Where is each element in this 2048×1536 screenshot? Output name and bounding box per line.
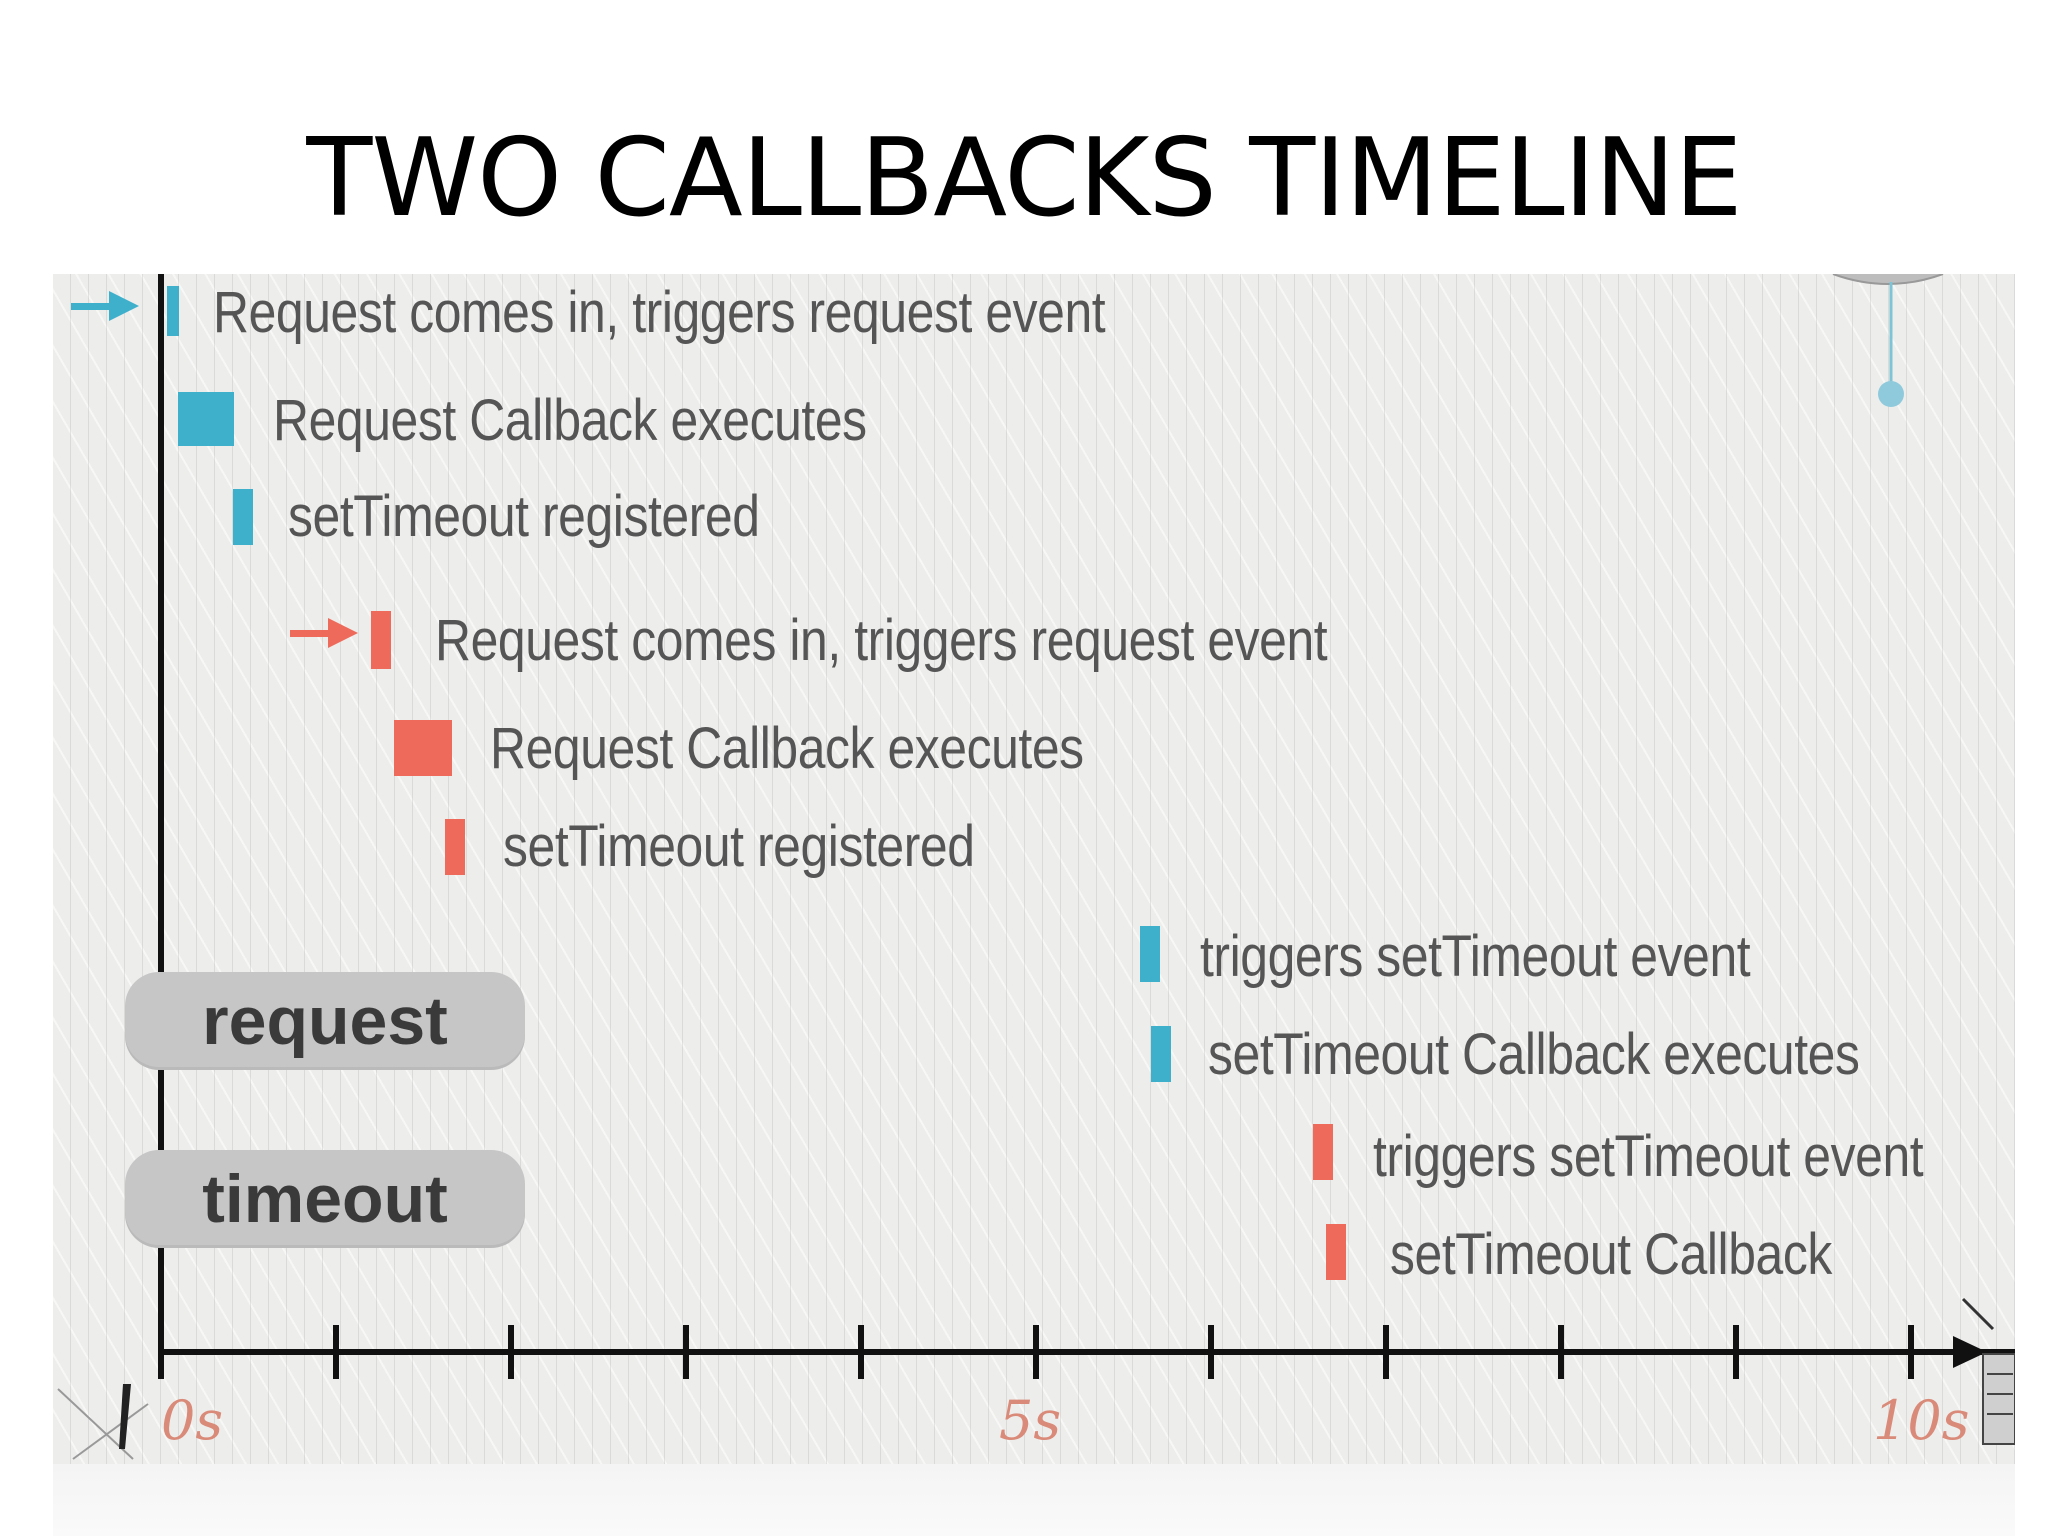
tick-label-0s: 0s (161, 1389, 224, 1452)
axis-tick (333, 1325, 339, 1379)
panel-footer-strip (53, 1464, 2015, 1536)
x-axis-line (158, 1349, 2015, 1355)
axis-tick (158, 1325, 164, 1379)
timeline-panel: 0s 5s 10s Request comes in, triggers req… (53, 274, 2015, 1464)
event-label: Request Callback executes (273, 388, 867, 453)
incoming-arrow-icon (71, 291, 139, 321)
event-marker (371, 611, 391, 669)
axis-tick (683, 1325, 689, 1379)
axis-tick (858, 1325, 864, 1379)
event-label: setTimeout Callback executes (1208, 1022, 1860, 1087)
axis-tick (1033, 1325, 1039, 1379)
event-marker (1326, 1224, 1346, 1280)
scribble-decoration (57, 1384, 149, 1460)
incoming-arrow-icon (290, 618, 358, 648)
event-label: setTimeout Callback (1390, 1222, 1832, 1287)
axis-tick (508, 1325, 514, 1379)
event-label: Request comes in, triggers request event (213, 280, 1106, 345)
event-label: Request Callback executes (490, 716, 1084, 781)
event-marker (167, 286, 179, 336)
event-marker (445, 819, 465, 875)
event-label: triggers setTimeout event (1200, 924, 1751, 989)
tick-label-5s: 5s (999, 1389, 1062, 1452)
event-marker (178, 392, 234, 446)
event-label: Request comes in, triggers request event (435, 608, 1328, 673)
event-label: setTimeout registered (288, 484, 760, 549)
event-marker (233, 489, 253, 545)
axis-tick (1558, 1325, 1564, 1379)
event-label: setTimeout registered (503, 814, 975, 879)
axis-tick (1208, 1325, 1214, 1379)
axis-tick (1908, 1325, 1914, 1379)
axis-tick (1733, 1325, 1739, 1379)
event-marker (394, 720, 452, 776)
x-axis-arrowhead (1953, 1336, 1987, 1368)
y-axis-line (158, 274, 164, 1354)
slide-title: TWO CALLBACKS TIMELINE (306, 116, 1742, 241)
event-label: triggers setTimeout event (1373, 1124, 1924, 1189)
tick-label-10s: 10s (1873, 1389, 1970, 1452)
event-marker (1151, 1026, 1171, 1082)
scribble-decoration (1961, 1297, 2015, 1445)
legend-timeout: timeout (125, 1150, 525, 1248)
event-marker (1140, 926, 1160, 982)
axis-tick (1383, 1325, 1389, 1379)
event-marker (1313, 1124, 1333, 1180)
legend-request: request (125, 972, 525, 1070)
lamp-decoration (1832, 274, 1944, 407)
